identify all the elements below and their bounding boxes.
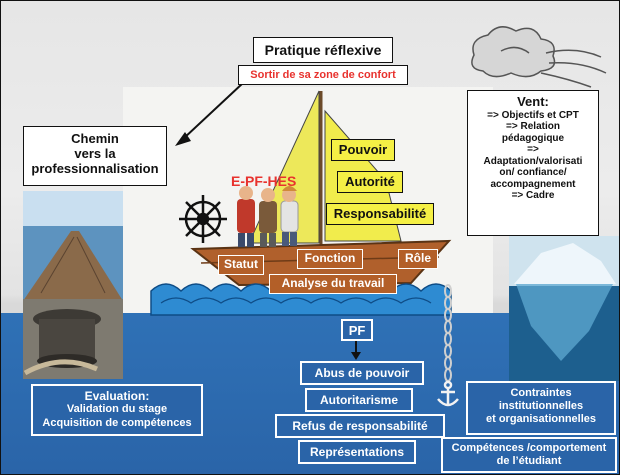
competences-line: Compétences /comportement bbox=[451, 442, 607, 454]
vent-line: accompagnement bbox=[490, 178, 576, 190]
people-illustration bbox=[237, 186, 299, 247]
title-main-text: Pratique réflexive bbox=[264, 42, 382, 58]
evaluation-title: Evaluation: bbox=[84, 389, 150, 403]
vent-line: => Cadre bbox=[511, 190, 555, 202]
contraintes-line: institutionnelles bbox=[498, 400, 584, 413]
hull-statut: Statut bbox=[218, 255, 264, 275]
title-pratique-reflexive: Pratique réflexive bbox=[253, 37, 393, 63]
evaluation-line: Acquisition de compétences bbox=[42, 416, 192, 429]
below-representations-text: Représentations bbox=[309, 445, 405, 459]
sail-autorite-text: Autorité bbox=[345, 174, 395, 189]
chemin-box: Chemin vers la professionnalisation bbox=[23, 126, 167, 186]
below-refus: Refus de responsabilité bbox=[275, 414, 445, 438]
pier-photo bbox=[23, 191, 123, 301]
chain-icon bbox=[444, 284, 452, 382]
vent-line: on/ confiance/ bbox=[499, 167, 567, 179]
hull-fonction-text: Fonction bbox=[304, 251, 356, 265]
bollard-photo bbox=[23, 299, 123, 379]
below-representations: Représentations bbox=[298, 440, 416, 464]
vent-line: => Objectifs et CPT bbox=[487, 109, 579, 121]
crew-label: E-PF-HES bbox=[231, 173, 297, 189]
vent-line: pédagogique bbox=[501, 132, 565, 144]
below-refus-text: Refus de responsabilité bbox=[292, 419, 428, 433]
hull-role-text: Rôle bbox=[404, 251, 431, 265]
evaluation-box: Evaluation: Validation du stage Acquisit… bbox=[31, 384, 203, 436]
below-abus-text: Abus de pouvoir bbox=[314, 366, 410, 380]
sail-pouvoir-text: Pouvoir bbox=[338, 142, 388, 157]
competences-line: de l’étudiant bbox=[496, 455, 562, 468]
vent-line: Adaptation/valorisati bbox=[483, 155, 583, 167]
hull-analyse-text: Analyse du travail bbox=[281, 276, 385, 290]
sail-autorite: Autorité bbox=[337, 171, 403, 193]
competences-box: Compétences /comportement de l’étudiant bbox=[441, 437, 617, 473]
vent-box: Vent: => Objectifs et CPT => Relation pé… bbox=[467, 90, 599, 236]
evaluation-line: Validation du stage bbox=[66, 403, 168, 416]
sail-responsabilite: Responsabilité bbox=[326, 203, 434, 225]
chemin-line1: Chemin bbox=[71, 131, 119, 146]
cloud-wind-icon bbox=[471, 26, 607, 88]
vent-title: Vent: bbox=[517, 94, 549, 109]
hull-fonction: Fonction bbox=[297, 249, 363, 269]
anchor-icon bbox=[437, 380, 459, 407]
contraintes-line: Contraintes bbox=[510, 387, 572, 399]
chemin-line2: vers la bbox=[74, 145, 116, 161]
below-abus: Abus de pouvoir bbox=[300, 361, 424, 385]
pf-text: PF bbox=[348, 323, 366, 338]
title-sub-text: Sortir de sa zone de confort bbox=[250, 69, 396, 81]
below-autoritarisme: Autoritarisme bbox=[305, 388, 413, 412]
hull-analyse: Analyse du travail bbox=[269, 274, 397, 294]
sail-responsabilite-text: Responsabilité bbox=[333, 206, 427, 221]
contraintes-line: et organisationnelles bbox=[485, 413, 597, 426]
vent-line: => Relation bbox=[506, 121, 560, 133]
below-autoritarisme-text: Autoritarisme bbox=[319, 393, 399, 407]
ship-wheel-icon bbox=[179, 195, 227, 243]
arrow-to-chemin bbox=[182, 82, 244, 140]
contraintes-box: Contraintes institutionnelles et organis… bbox=[466, 381, 616, 435]
vent-line: => bbox=[527, 144, 539, 156]
hull-role: Rôle bbox=[398, 249, 438, 269]
chemin-line3: professionnalisation bbox=[31, 160, 159, 176]
pf-box: PF bbox=[341, 319, 373, 341]
iceberg-photo bbox=[509, 236, 619, 381]
subtitle-zone-confort: Sortir de sa zone de confort bbox=[238, 65, 408, 85]
hull-statut-text: Statut bbox=[224, 257, 258, 271]
sail-pouvoir: Pouvoir bbox=[331, 139, 395, 161]
